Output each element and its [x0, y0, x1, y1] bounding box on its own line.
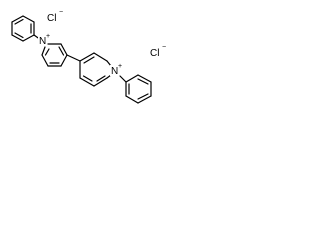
nitrogen-atom-bottom: N + — [110, 63, 122, 77]
nitrogen-charge-bottom: + — [118, 63, 122, 70]
chloride-ion-bottom: Cl − — [150, 44, 166, 59]
chloride-symbol-bottom: Cl — [150, 48, 159, 59]
chloride-charge-bottom: − — [162, 44, 166, 51]
bond-bipyridyl — [66, 54, 81, 62]
nitrogen-symbol-top: N — [39, 36, 46, 47]
nitrogen-atom-top: N + — [38, 33, 50, 47]
pyridinium-ring-top — [41, 43, 68, 67]
chloride-ion-top: Cl − — [47, 9, 63, 24]
pyridinium-ring-bottom — [79, 52, 112, 87]
bond-n-phenyl-bottom — [119, 75, 127, 83]
phenyl-ring-top — [11, 15, 35, 42]
nitrogen-symbol-bottom: N — [111, 66, 118, 77]
chloride-charge-top: − — [59, 9, 63, 16]
chloride-symbol-top: Cl — [47, 13, 56, 24]
chemical-structure-diagram: N + N + Cl − Cl − — [11, 9, 166, 104]
phenyl-ring-bottom — [125, 74, 152, 104]
nitrogen-charge-top: + — [46, 33, 50, 40]
